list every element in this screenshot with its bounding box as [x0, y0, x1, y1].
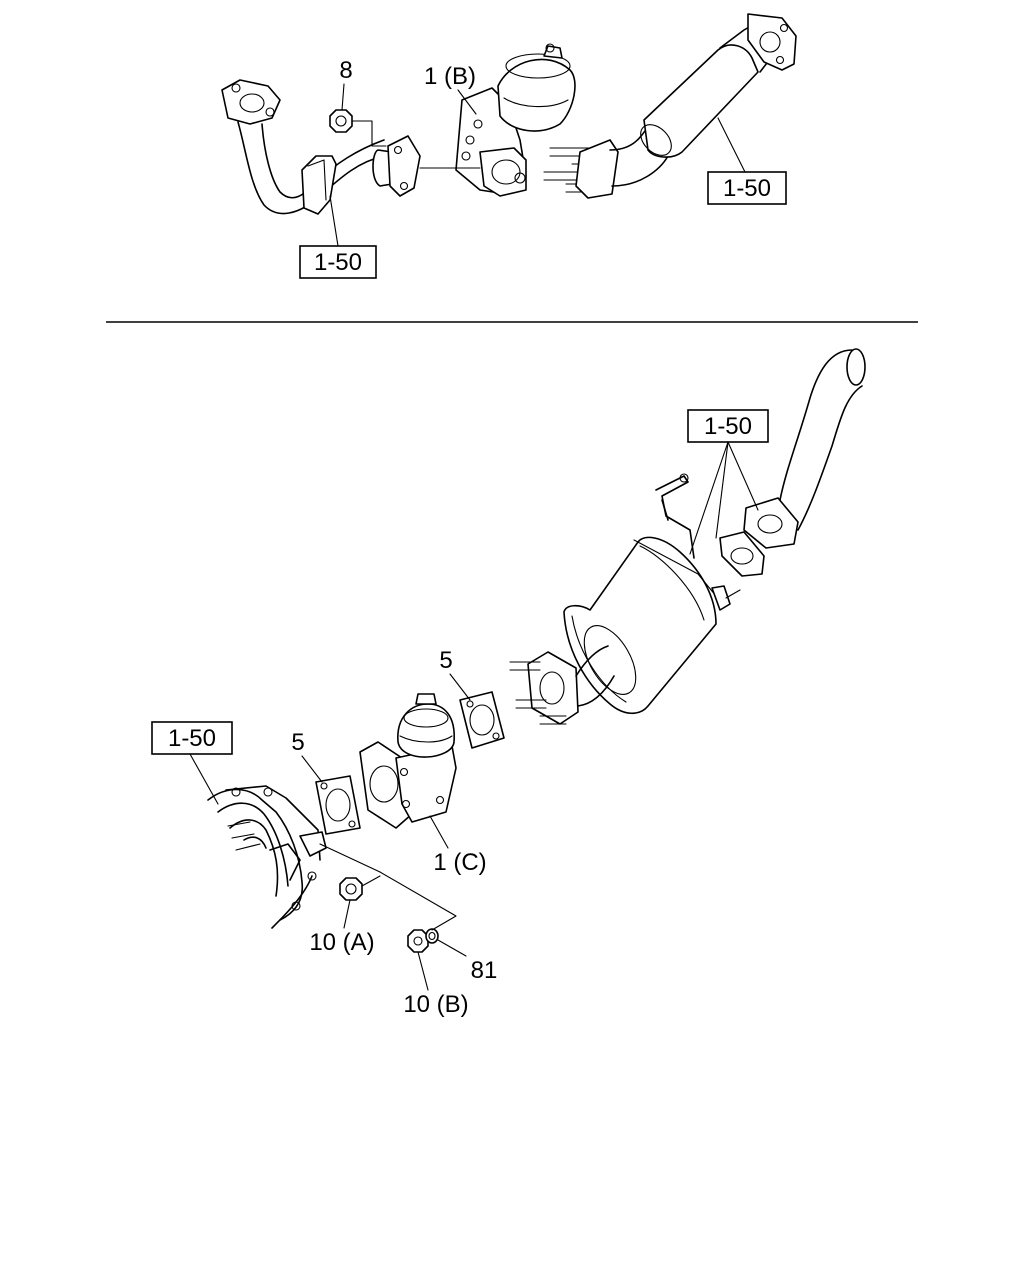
top-rear-converter — [575, 13, 797, 199]
bottom-ref-box-left: 1-50 — [151, 721, 233, 805]
top-nut-8 — [329, 109, 387, 147]
part-10b-label: 10 (B) — [403, 991, 468, 1018]
gasket-5-right — [459, 691, 505, 749]
bottom-muffler — [563, 536, 741, 715]
bottom-ref-upper-label: 1-50 — [704, 413, 752, 440]
bottom-tail-pipe — [719, 348, 866, 577]
part-8-label: 8 — [339, 57, 352, 84]
bottom-ref-box-upper: 1-50 — [687, 409, 769, 555]
bottom-ref-left-label: 1-50 — [168, 725, 216, 752]
gasket-5-left — [315, 775, 361, 835]
bottom-hanger — [655, 473, 695, 559]
washer-81 — [425, 928, 439, 944]
stud-leader — [379, 871, 457, 931]
top-converter-1b — [419, 43, 576, 197]
top-ref-right-label: 1-50 — [723, 175, 771, 202]
top-ref-box-right: 1-50 — [707, 171, 787, 205]
part-5-right-label: 5 — [439, 647, 452, 674]
part-1b-label: 1 (B) — [424, 63, 476, 90]
part-1c-label: 1 (C) — [433, 849, 486, 876]
part-81-label: 81 — [471, 957, 498, 984]
top-ref-left-label: 1-50 — [314, 249, 362, 276]
converter-1c — [359, 693, 457, 829]
part-10a-label: 10 (A) — [309, 929, 374, 956]
nut-10a — [339, 875, 381, 901]
bottom-flange-studs — [509, 645, 615, 725]
part-5-left-label: 5 — [291, 729, 304, 756]
bottom-assembly: 1-50 1-50 5 5 1 (C) 10 (A) 10 (B) 81 — [151, 348, 866, 1018]
nut-10b — [407, 929, 429, 953]
exhaust-manifold — [207, 785, 381, 929]
top-front-pipe — [221, 79, 421, 215]
top-assembly: 1-50 1-50 8 1 (B) — [221, 13, 797, 279]
top-ref-box-left: 1-50 — [299, 195, 377, 279]
